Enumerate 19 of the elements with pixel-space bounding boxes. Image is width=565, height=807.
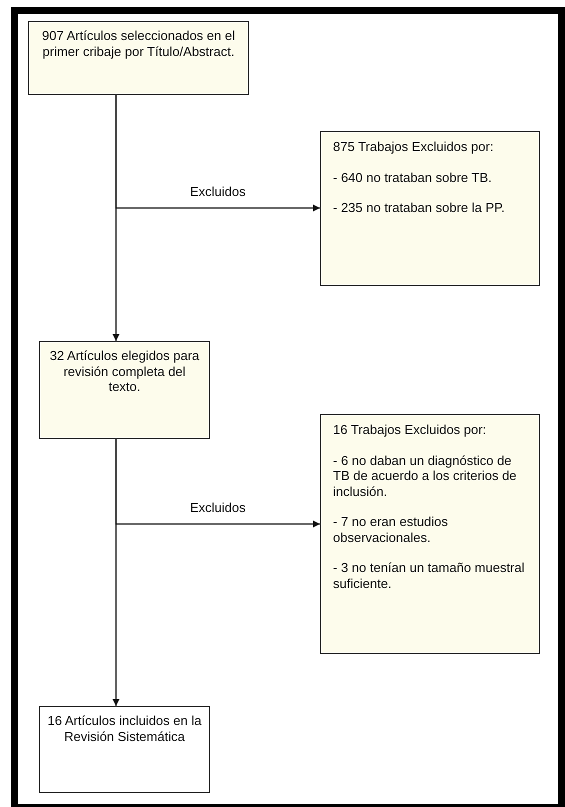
- box-text: - 7 no eran estudios observacionales.: [333, 514, 449, 545]
- arrow: [112, 439, 120, 706]
- box-text: - 235 no trataban sobre la PP.: [333, 200, 506, 216]
- arrow: [112, 95, 120, 341]
- process-box: [28, 21, 249, 95]
- edge-label: Excluidos: [188, 184, 248, 199]
- exclusion-box: [320, 131, 540, 286]
- box-text: 32 Artículos elegidos para revisión completa del texto.: [48, 348, 200, 394]
- box-text: 907 Artículos seleccionados en el primer cribaje por Título/Abstract.: [41, 28, 236, 59]
- box-text: 875 Trabajos Excluidos por:: [333, 139, 494, 154]
- edge-label: Excluidos: [188, 500, 248, 515]
- exclusion-box: [320, 414, 540, 654]
- process-box: [39, 341, 210, 439]
- box-text: 16 Artículos incluidos en la Revisión Sistemática: [46, 713, 202, 744]
- box-text: - 640 no trataban sobre TB.: [333, 170, 493, 185]
- box-text: - 6 no daban un diagnóstico de TB de acuerdo a los criterios de inclusión.: [333, 452, 518, 499]
- box-text: 16 Trabajos Excluidos por:: [333, 422, 488, 438]
- result-box: [39, 706, 210, 793]
- box-text: - 3 no tenían un tamaño muestral suficiente.: [333, 560, 526, 591]
